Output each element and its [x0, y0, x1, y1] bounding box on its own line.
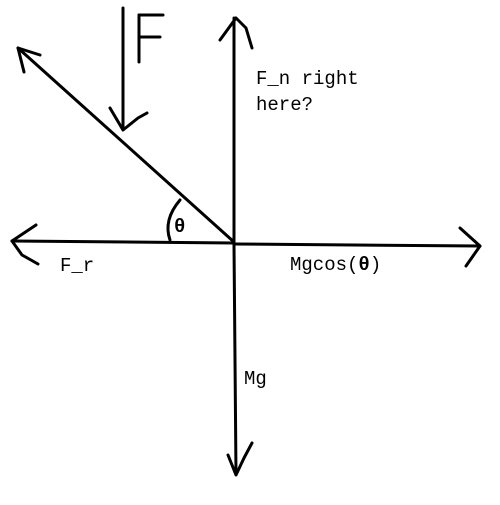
angle-label: θ — [174, 216, 185, 238]
angle-arc — [166, 198, 182, 242]
component-label: Mgcos(θ) — [290, 254, 381, 276]
diagonal-arrow — [16, 46, 236, 244]
applied-force-arrow — [108, 6, 149, 132]
up-axis-arrow — [218, 16, 254, 247]
component-arrow — [232, 226, 482, 268]
component-label-prefix: Mgcos( — [290, 254, 358, 276]
weight-label: Mg — [244, 368, 267, 390]
component-label-theta: θ — [358, 254, 369, 276]
component-label-suffix: ) — [370, 254, 381, 276]
friction-label: F_r — [60, 255, 94, 277]
weight-arrow — [226, 243, 254, 477]
friction-arrow — [10, 223, 236, 266]
normal-question-line1: F_n right — [256, 68, 359, 90]
force-letter — [137, 13, 165, 64]
normal-question-line2: here? — [256, 94, 313, 116]
